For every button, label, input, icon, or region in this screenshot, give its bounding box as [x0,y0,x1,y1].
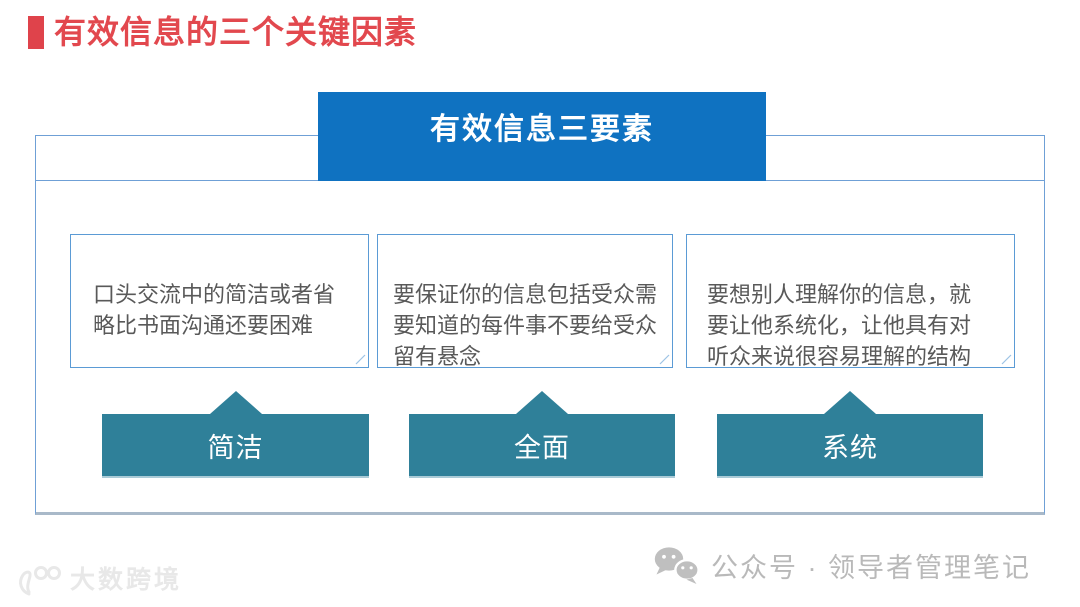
dashu-logo-icon [19,566,61,596]
factor-label-2: 全面 [409,391,675,478]
factor-description-box-3: 要想别人理解你的信息，就 要让他系统化，让他具有对 听众来说很容易理解的结构 [686,234,1015,369]
arrow-up-icon [516,391,568,414]
resize-corner-icon [659,354,670,365]
arrow-up-icon [209,391,262,414]
factor-description-2: 要保证你的信息包括受众需 要知道的每件事不要给受众 留有悬念 [393,282,658,369]
banner: 有效信息三要素 [318,92,766,181]
factor-description-3: 要想别人理解你的信息，就 要让他系统化，让他具有对 听众来说很容易理解的结构 [707,282,972,369]
title-accent-bar [28,15,44,49]
wechat-account-text: 公众号 · 领导者管理笔记 [711,553,1031,583]
factor-label-1: 简洁 [102,391,369,478]
banner-title: 有效信息三要素 [430,112,654,146]
wechat-watermark: 公众号 · 领导者管理笔记 [654,546,1031,585]
resize-corner-icon [355,354,366,365]
factor-description-box-2: 要保证你的信息包括受众需 要知道的每件事不要给受众 留有悬念 [377,234,673,369]
factor-label-3: 系统 [717,391,983,478]
page-title: 有效信息的三个关键因素 [54,14,418,50]
site-logo: 大数跨境 [16,558,182,600]
factor-label-text-2: 全面 [514,432,570,463]
wechat-icon [654,547,700,584]
factor-description-1: 口头交流中的简洁或者省 略比书面沟通还要困难 [93,282,336,338]
arrow-up-icon [824,391,876,414]
factor-label-text-1: 简洁 [207,432,264,463]
page-header: 有效信息的三个关键因素 [28,14,417,50]
factor-label-text-3: 系统 [822,432,878,463]
resize-corner-icon [1001,354,1012,365]
site-logo-text: 大数跨境 [70,566,183,594]
factor-description-box-1: 口头交流中的简洁或者省 略比书面沟通还要困难 [70,234,369,368]
